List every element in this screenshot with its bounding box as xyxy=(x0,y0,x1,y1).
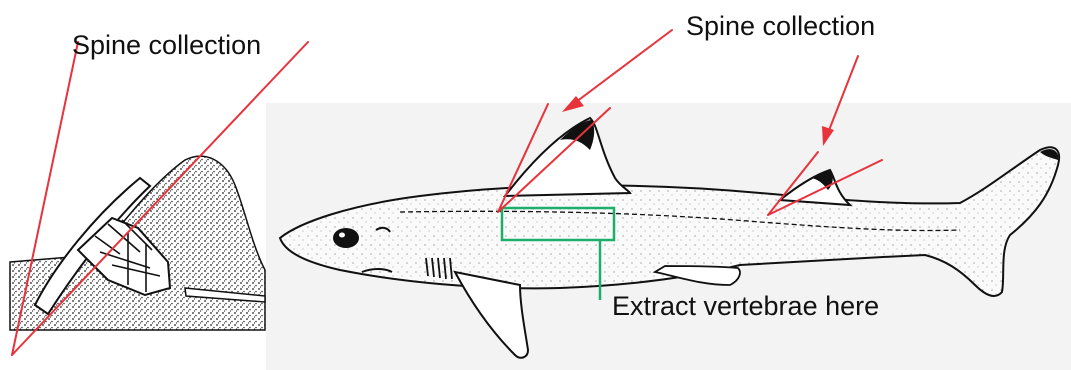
shark-eye xyxy=(333,228,359,248)
spine-collection-label-left: Spine collection xyxy=(72,32,261,59)
extract-vertebrae-label: Extract vertebrae here xyxy=(612,293,879,320)
spine-collection-label-right: Spine collection xyxy=(686,13,875,40)
first-dorsal-arrow-line xyxy=(568,30,672,108)
